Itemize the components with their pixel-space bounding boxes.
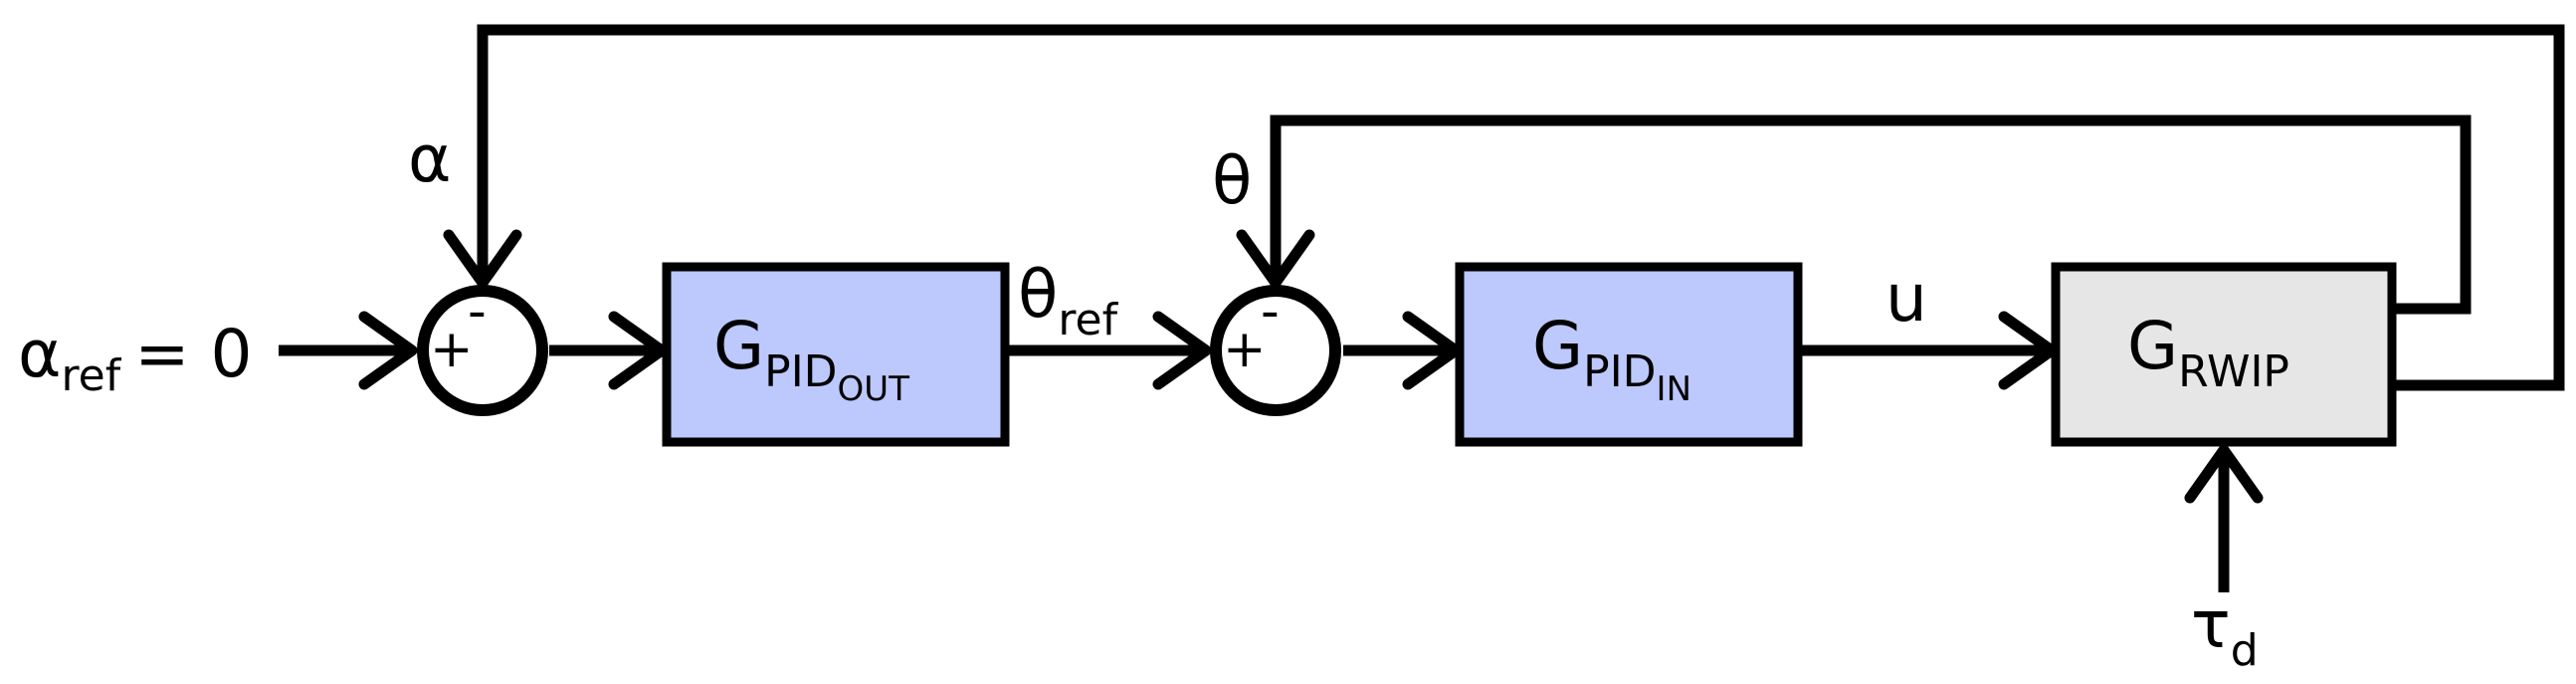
summing-junction-inner: + -	[1210, 282, 1341, 416]
alpha-feedback-label: α	[408, 120, 452, 197]
arrowhead-sum2-input	[1152, 311, 1212, 390]
minus-sign: -	[468, 282, 487, 342]
control-signal-label: u	[1885, 260, 1927, 337]
minus-sign: -	[1261, 282, 1280, 342]
plant-block: GRWIP	[2051, 262, 2397, 447]
disturbance-label: τd	[2191, 586, 2259, 676]
arrowhead-pid-out-input	[608, 311, 668, 390]
theta-feedback-wire	[1270, 114, 2472, 315]
theta-feedback-label: θ	[1212, 142, 1252, 219]
summing-junction-outer: + -	[417, 282, 548, 416]
arrowhead-theta-feedback	[1236, 229, 1315, 289]
plant-label: GRWIP	[2127, 308, 2289, 397]
alpha-ref-label: αref= 0	[18, 316, 252, 401]
plus-sign: +	[1223, 320, 1267, 379]
alpha-feedback-wire	[477, 24, 2565, 391]
plus-sign: +	[430, 320, 474, 379]
arrowhead-disturbance	[2184, 444, 2264, 504]
pid-inner-block: GPIDIN	[1455, 262, 1803, 447]
pid-outer-label: GPIDOUT	[713, 308, 909, 409]
arrowhead-alpha-feedback	[443, 229, 522, 289]
arrowhead-sum1-input	[358, 311, 418, 390]
pid-outer-block: GPIDOUT	[662, 262, 1010, 447]
theta-ref-label: θref	[1018, 256, 1119, 345]
pid-inner-label: GPIDIN	[1532, 308, 1691, 409]
